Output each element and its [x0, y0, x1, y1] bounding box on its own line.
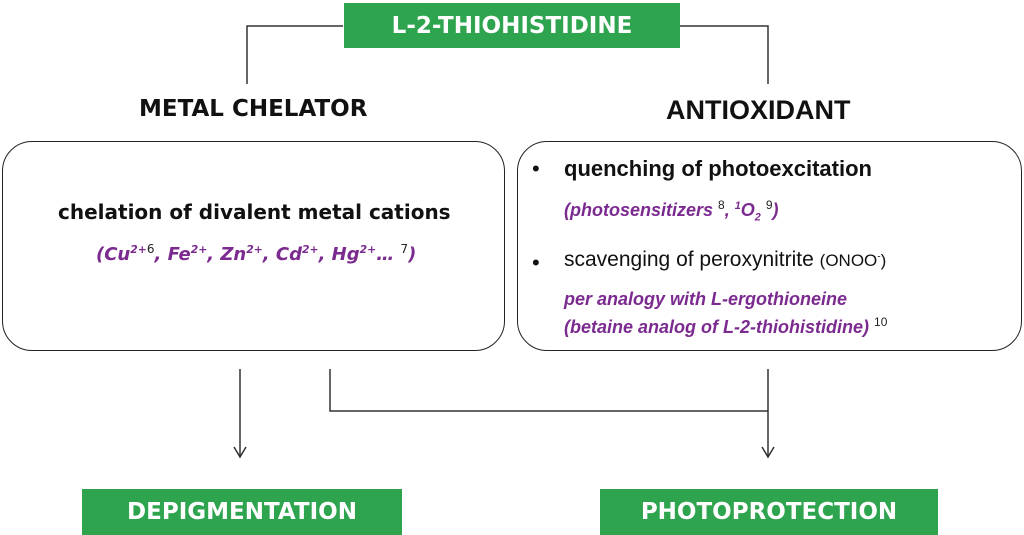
- photoprotection-text: PHOTOPROTECTION: [640, 499, 898, 525]
- depigmentation-box: DEPIGMENTATION: [82, 489, 402, 535]
- arrowhead-photoprotection: [761, 446, 775, 459]
- metal-chelator-heading: METAL CHELATOR: [139, 96, 368, 122]
- depigmentation-text: DEPIGMENTATION: [127, 499, 357, 525]
- analogy-line-2: (betaine analog of L-2-thiohistidine) 10: [564, 315, 888, 337]
- photosensitizers-text: (photosensitizers 8, 1O2 9): [564, 198, 779, 224]
- title-box: L-2-THIOHISTIDINE: [344, 3, 680, 48]
- title-text: L-2-THIOHISTIDINE: [391, 12, 633, 39]
- bullet-2: •: [532, 250, 540, 275]
- antioxidant-heading: ANTIOXIDANT: [666, 95, 851, 125]
- cation-list: (Cu2+6, Fe2+, Zn2+, Cd2+, Hg2+… 7): [96, 242, 417, 265]
- antioxidant-panel: • quenching of photoexcitation (photosen…: [517, 141, 1022, 351]
- analogy-line-1: per analogy with L-ergothioneine: [564, 289, 848, 309]
- title-to-antioxidant-line: [680, 25, 769, 84]
- metal-to-photoprotection-line: [329, 369, 768, 412]
- title-to-metal-line: [246, 25, 343, 84]
- photoprotection-box: PHOTOPROTECTION: [600, 489, 938, 535]
- metal-chelator-panel: chelation of divalent metal cations (Cu2…: [2, 141, 505, 351]
- quenching-text: quenching of photoexcitation: [564, 156, 872, 181]
- arrowhead-depigmentation: [233, 446, 247, 459]
- bullet-1: •: [532, 156, 540, 181]
- scavenging-text: scavenging of peroxynitrite (ONOO-): [564, 248, 887, 271]
- chelation-text: chelation of divalent metal cations: [58, 200, 451, 224]
